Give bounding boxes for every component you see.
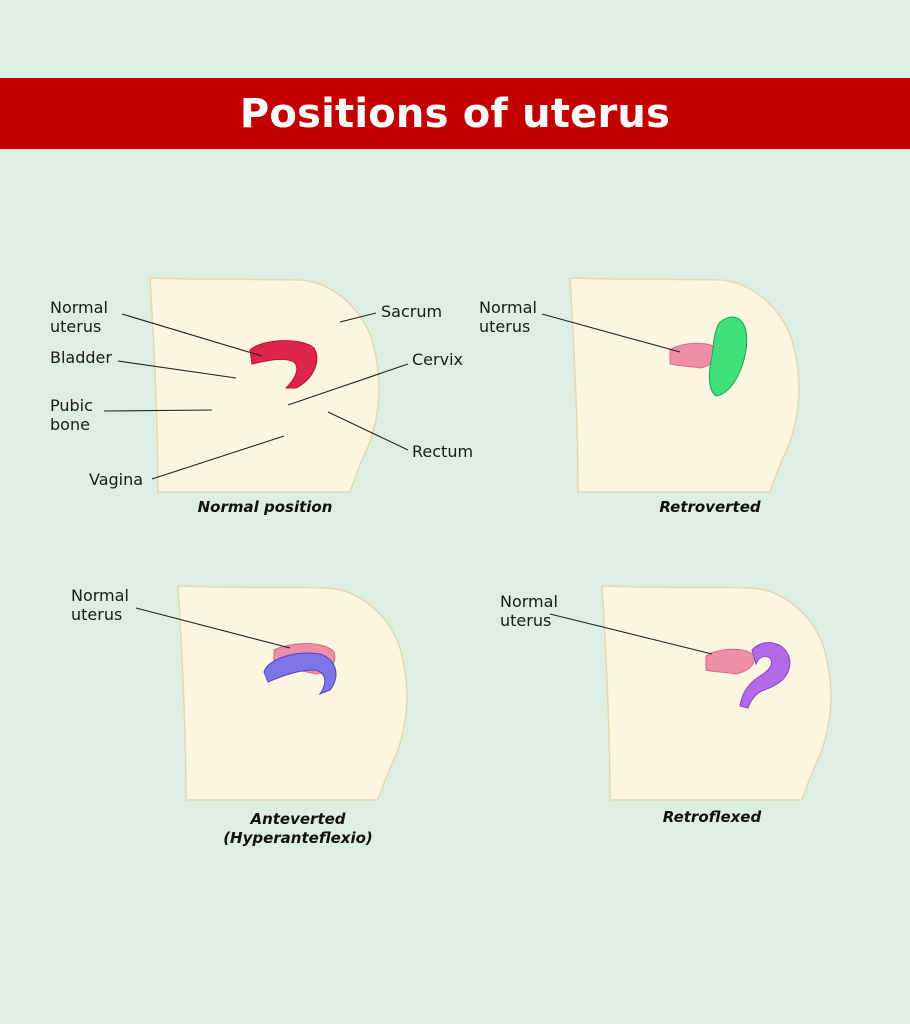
leader-lines	[103, 312, 409, 480]
leader-lines	[135, 607, 291, 649]
title-banner: Positions of uterus	[0, 78, 910, 149]
label-bladder: Bladder	[50, 348, 112, 367]
panel-retroverted: Normal uterus Retroverted	[420, 270, 860, 540]
pelvis-outline	[177, 585, 408, 801]
pelvic-anatomy	[149, 277, 380, 493]
caption-retroverted: Retroverted	[659, 498, 761, 516]
panel-anteverted: Normal uterus Anteverted (Hyperanteflexi…	[28, 578, 468, 848]
pelvis-outline	[601, 585, 832, 801]
uterus-anteverted	[263, 652, 337, 696]
label-normal-uterus: Normal uterus	[500, 592, 558, 630]
uterus-ghost	[705, 648, 755, 675]
pelvic-anatomy	[569, 277, 800, 493]
caption-retroflexed: Retroflexed	[662, 808, 762, 826]
diagram-anteverted	[135, 585, 408, 801]
page-title: Positions of uterus	[239, 90, 671, 137]
pelvic-anatomy	[601, 585, 832, 801]
pelvis-outline	[569, 277, 800, 493]
diagram-retroverted	[541, 277, 800, 493]
panel-normal-position: Normal uterus Bladder Pubic bone Vagina …	[0, 270, 473, 540]
label-vagina: Vagina	[89, 470, 144, 489]
leader-lines	[541, 313, 681, 353]
label-cervix: Cervix	[412, 350, 463, 369]
caption-normal-position: Normal position	[197, 498, 333, 516]
label-rectum: Rectum	[412, 442, 474, 461]
caption-anteverted: Anteverted (Hyperanteflexio)	[223, 810, 373, 847]
pelvis-outline	[149, 277, 380, 493]
panel-retroflexed: Normal uterus Retroflexed	[452, 578, 892, 848]
uterus-normal	[249, 340, 318, 389]
label-sacrum: Sacrum	[381, 302, 443, 321]
pelvic-anatomy	[177, 585, 408, 801]
label-normal-uterus: Normal uterus	[479, 298, 537, 336]
uterus-retroflexed	[739, 642, 791, 709]
uterus-retroverted	[708, 316, 748, 397]
leader-lines	[549, 613, 713, 655]
label-normal-uterus: Normal uterus	[50, 298, 108, 336]
diagram-normal-position	[103, 277, 409, 493]
label-normal-uterus: Normal uterus	[71, 586, 129, 624]
diagram-retroflexed	[549, 585, 832, 801]
label-pubic-bone: Pubic bone	[50, 396, 93, 434]
